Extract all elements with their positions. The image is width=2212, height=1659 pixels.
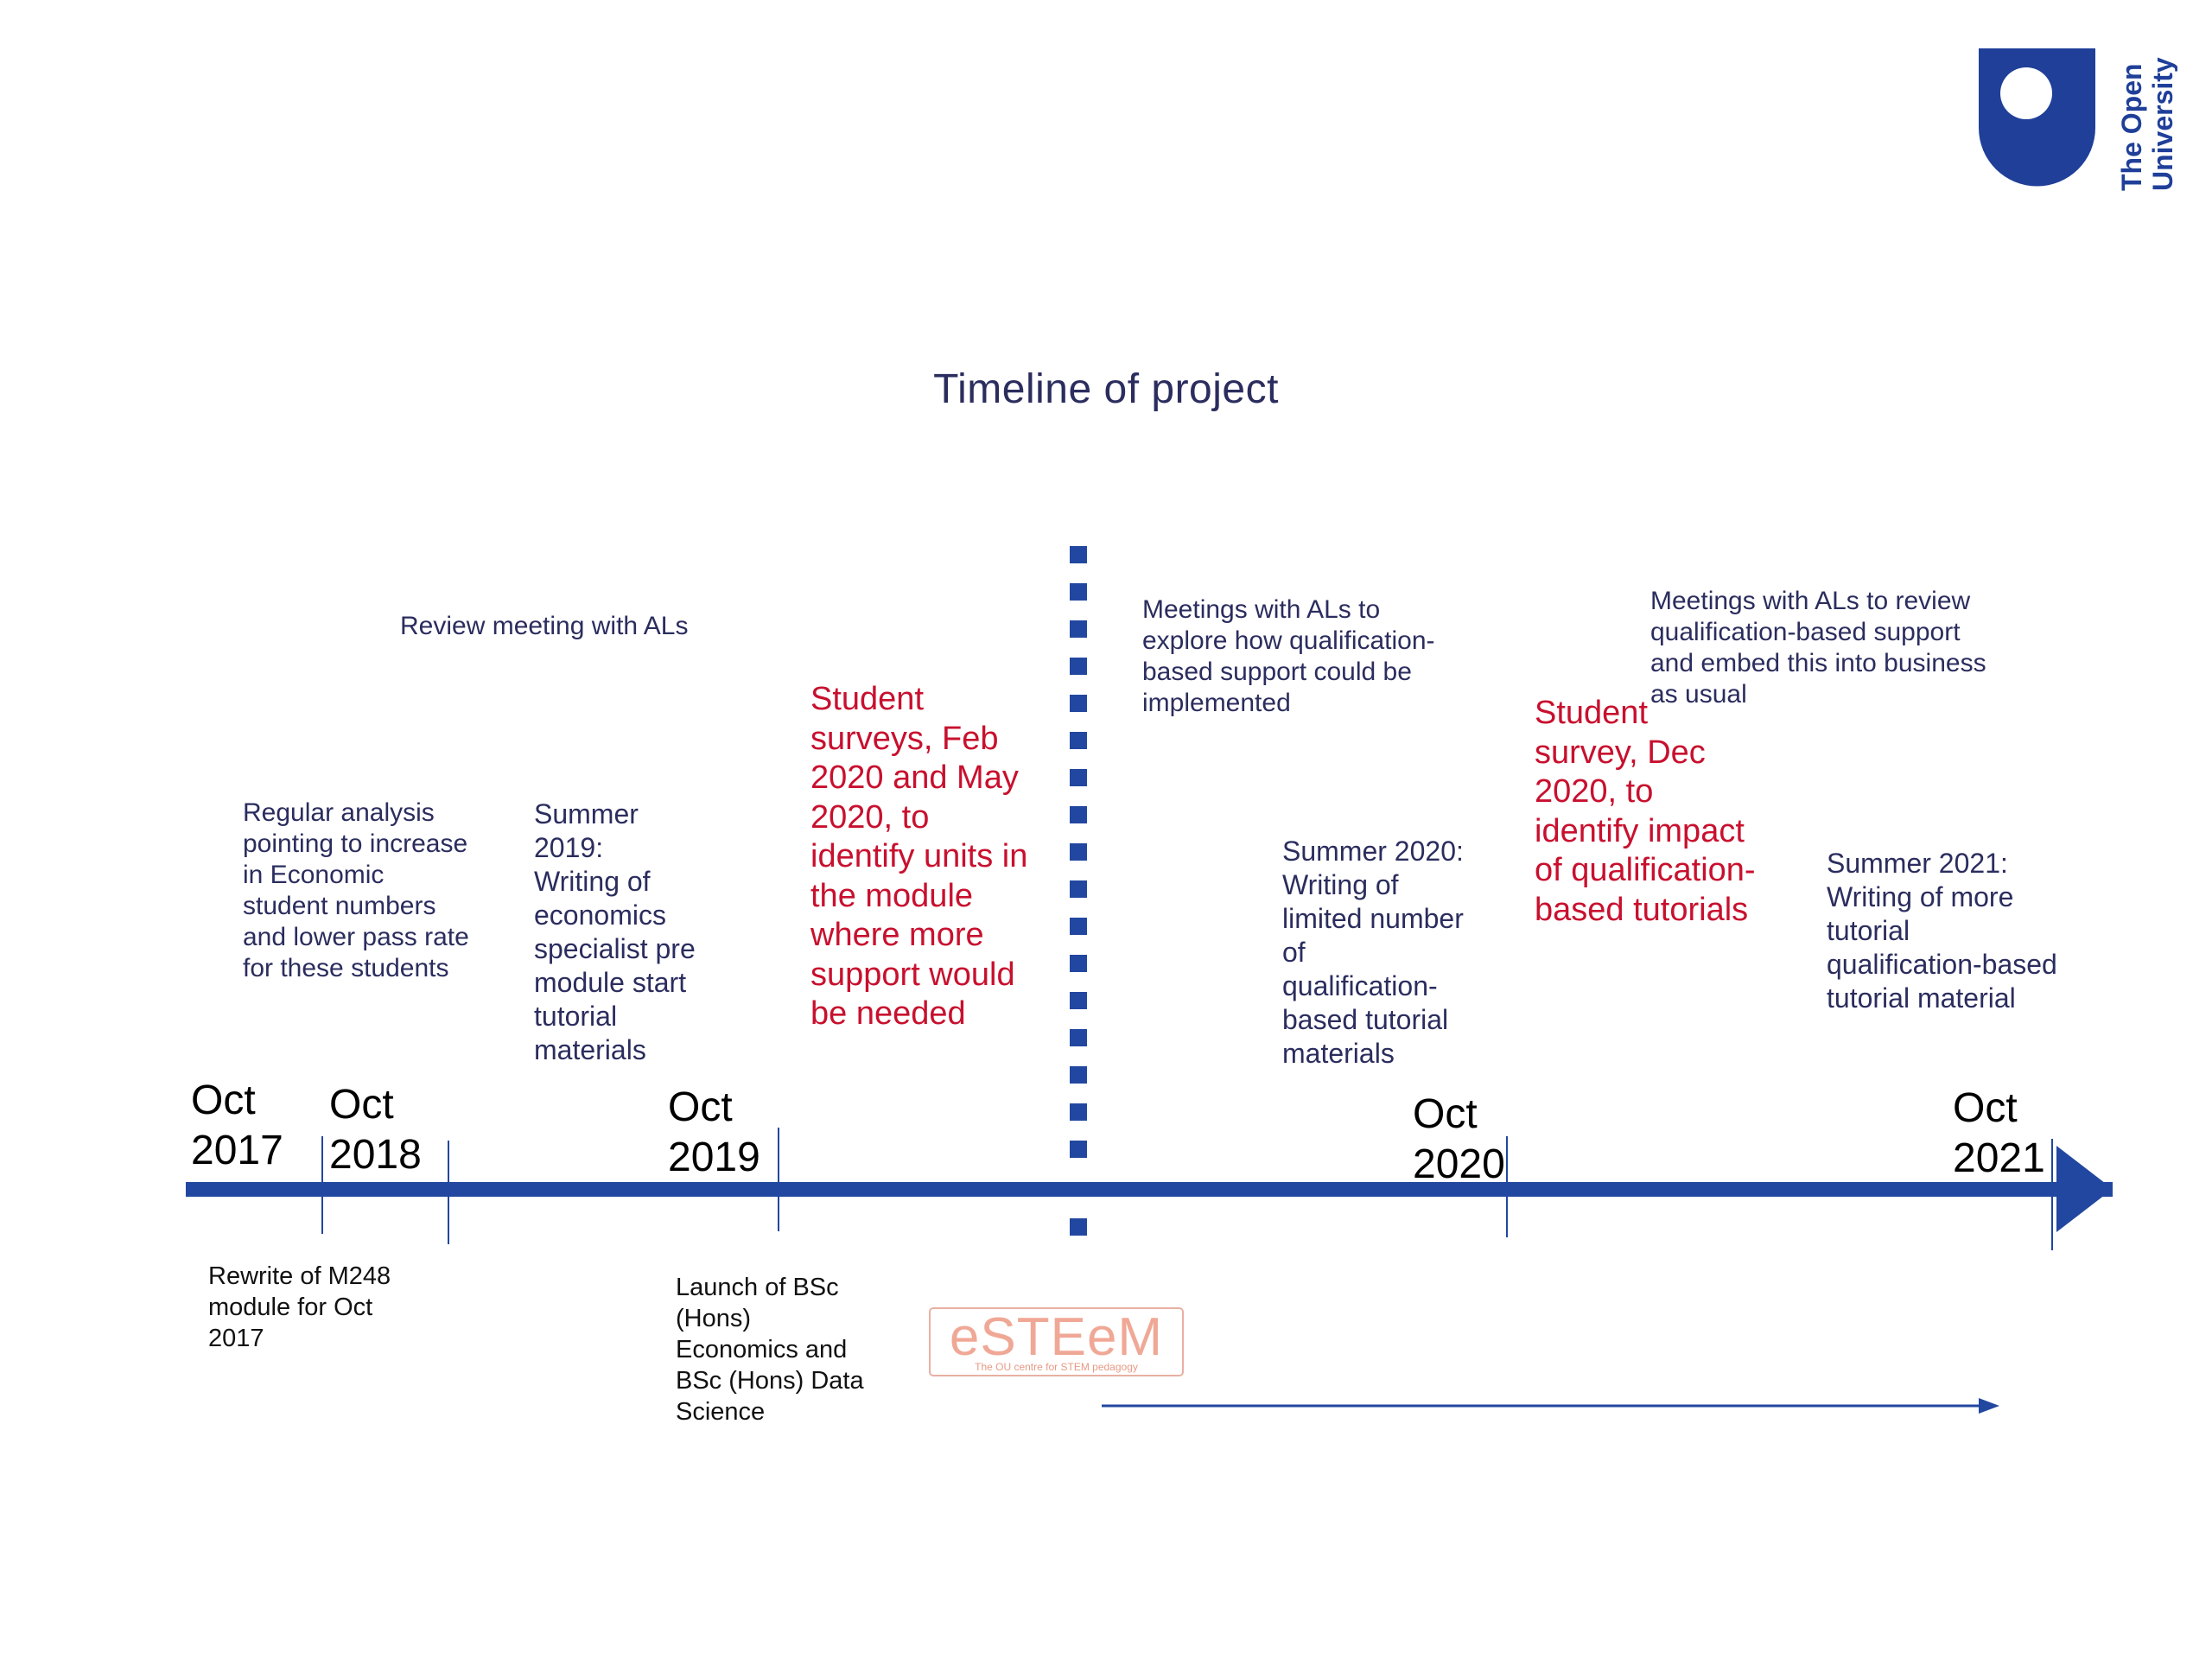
secondary-arrowhead	[1979, 1398, 1999, 1414]
event-student-survey-dec: Student survey, Dec 2020, to identify im…	[1535, 695, 1756, 928]
open-university-wordmark: The Open University	[2116, 57, 2177, 191]
timeline-axis	[186, 1182, 2113, 1197]
svg-text:University: University	[2147, 57, 2177, 191]
event-student-surveys-2020: Student surveys, Feb 2020 and May 2020, …	[810, 681, 1028, 1032]
event-summer-2021: Summer 2021: Writing of more tutorial qu…	[1827, 848, 2057, 1014]
event-regular-analysis: Regular analysis pointing to increase in…	[243, 798, 469, 982]
event-review-meeting: Review meeting with ALs	[400, 612, 689, 640]
event-meetings-review: Meetings with ALs to review qualificatio…	[1650, 587, 1986, 709]
timeline-arrowhead	[2056, 1146, 2113, 1232]
event-summer-2019: Summer 2019: Writing of economics specia…	[534, 798, 696, 1065]
year-label-2018: Oct 2018	[329, 1082, 422, 1178]
svg-text:The Open: The Open	[2116, 63, 2147, 191]
event-meetings-explore: Meetings with ALs to explore how qualifi…	[1142, 595, 1435, 717]
open-university-logo	[1979, 48, 2095, 187]
event-launch-bsc: Launch of BSc (Hons) Economics and BSc (…	[676, 1274, 864, 1426]
page-title: Timeline of project	[933, 366, 1279, 412]
dotted-divider	[1070, 546, 1087, 1236]
esteem-tagline: The OU centre for STEM pedagogy	[975, 1361, 1138, 1373]
year-label-2020: Oct 2020	[1413, 1091, 1505, 1187]
year-label-2019: Oct 2019	[668, 1084, 760, 1180]
esteem-name: eSTEeM	[949, 1307, 1164, 1367]
event-rewrite-m248: Rewrite of M248 module for Oct 2017	[208, 1262, 391, 1352]
event-summer-2020: Summer 2020: Writing of limited number o…	[1282, 836, 1464, 1069]
year-label-2017: Oct 2017	[191, 1077, 283, 1173]
esteem-logo: eSTEeM The OU centre for STEM pedagogy	[929, 1307, 1184, 1376]
year-label-2021: Oct 2021	[1953, 1085, 2045, 1181]
